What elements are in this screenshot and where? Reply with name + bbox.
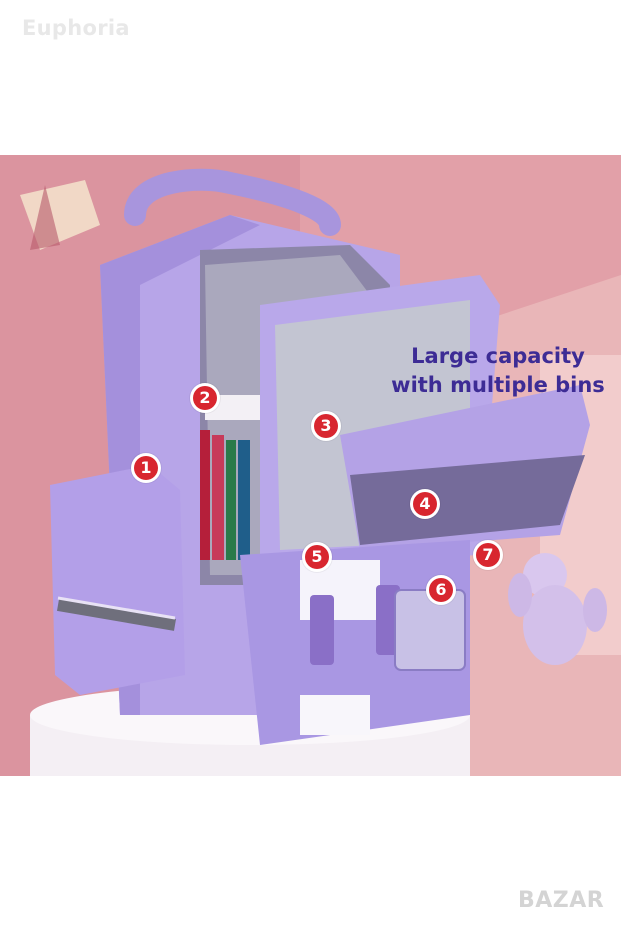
callout-3: 3 bbox=[311, 411, 341, 441]
watermark-brand: Euphoria bbox=[22, 16, 130, 40]
backpack-illustration bbox=[0, 155, 621, 776]
product-photo: Large capacity with multiple bins 1 2 3 … bbox=[0, 155, 621, 776]
caption-line-2: with multiple bins bbox=[391, 373, 605, 397]
bazar-logo: BAZAR bbox=[518, 886, 610, 920]
callout-7: 7 bbox=[473, 540, 503, 570]
callout-2: 2 bbox=[190, 383, 220, 413]
callout-5: 5 bbox=[302, 542, 332, 572]
caption-line-1: Large capacity bbox=[411, 344, 585, 368]
callout-1: 1 bbox=[131, 453, 161, 483]
bazar-logo-text: BAZAR bbox=[518, 888, 605, 913]
callout-6: 6 bbox=[426, 575, 456, 605]
feature-caption: Large capacity with multiple bins bbox=[378, 342, 618, 400]
callout-4: 4 bbox=[410, 489, 440, 519]
